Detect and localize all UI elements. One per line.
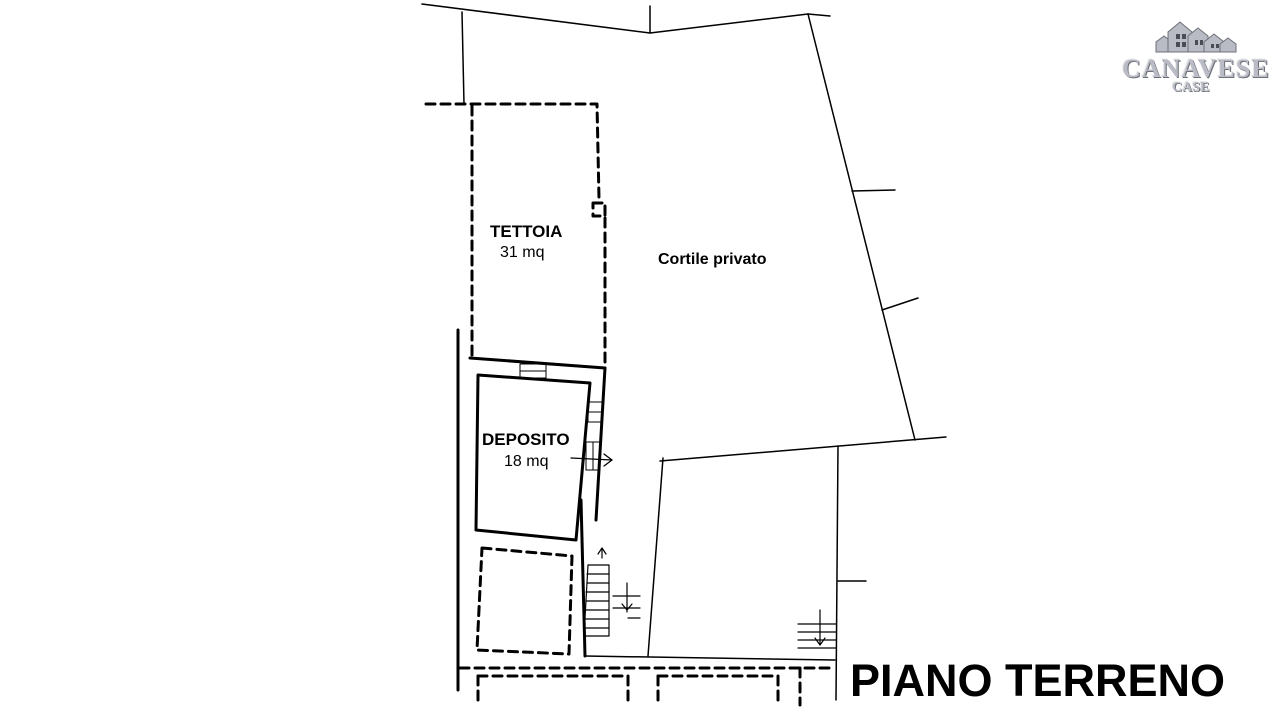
tettoia-outline <box>424 102 607 364</box>
deposito-label: DEPOSITO <box>482 430 570 449</box>
staircase <box>583 547 641 637</box>
cortile-label: Cortile privato <box>658 251 767 268</box>
lower-right-building <box>584 445 867 701</box>
entrance-arrow <box>570 453 613 467</box>
lower-dashed-rooms <box>458 546 834 707</box>
tettoia-label: TETTOIA <box>490 222 563 241</box>
logo-sub-text: CASE <box>1172 80 1210 95</box>
floor-title: PIANO TERRENO <box>850 655 1226 706</box>
houses-icon <box>1155 21 1237 53</box>
tettoia-area: 31 mq <box>500 244 545 261</box>
deposito-window-marks <box>519 363 603 471</box>
logo-brand-text: CANAVESE <box>1122 54 1270 83</box>
deposito-walls <box>456 328 607 692</box>
canavese-case-logo: CANAVESE CASE <box>1118 14 1270 100</box>
deposito-area: 18 mq <box>504 453 549 470</box>
small-staircase <box>797 609 837 649</box>
top-boundary-wall <box>421 3 831 105</box>
courtyard-right-wall <box>659 13 947 462</box>
